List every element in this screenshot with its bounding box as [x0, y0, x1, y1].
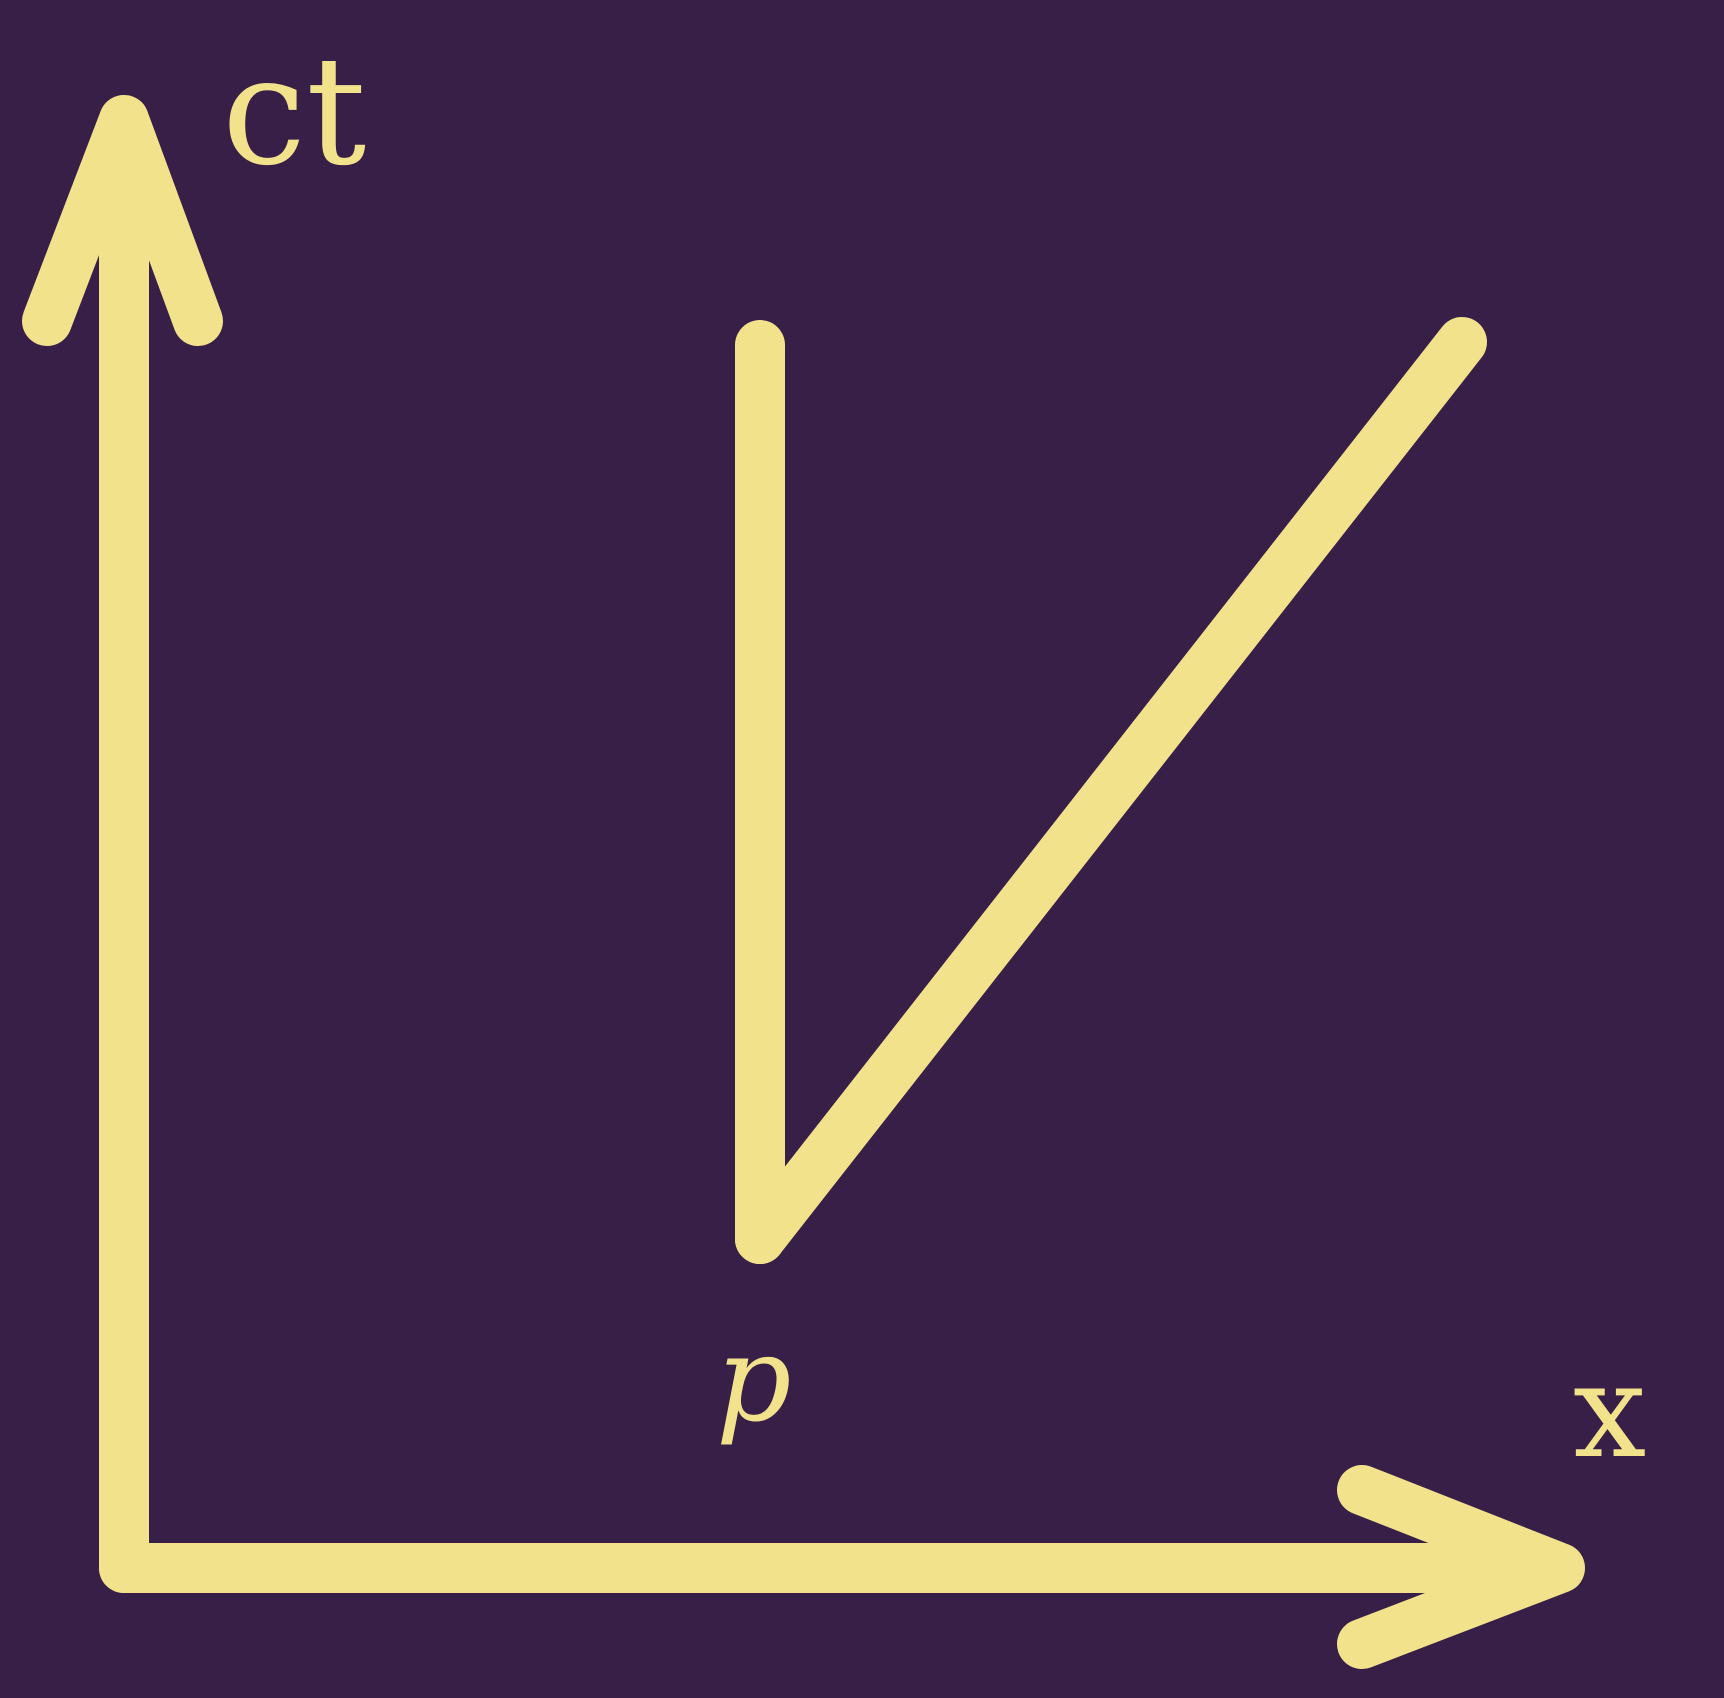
axes-group: [22, 95, 1585, 1669]
event-point: [735, 1214, 785, 1264]
event-label: p: [716, 1310, 792, 1448]
ct-axis-label: ct: [222, 25, 366, 199]
ct-axis-arrowhead: [22, 95, 223, 346]
x-axis-label: x: [1573, 1335, 1646, 1487]
x-axis-arrowhead: [1337, 1465, 1585, 1669]
worldlines-group: [735, 317, 1487, 1264]
light-ray-worldline: [735, 317, 1487, 1264]
